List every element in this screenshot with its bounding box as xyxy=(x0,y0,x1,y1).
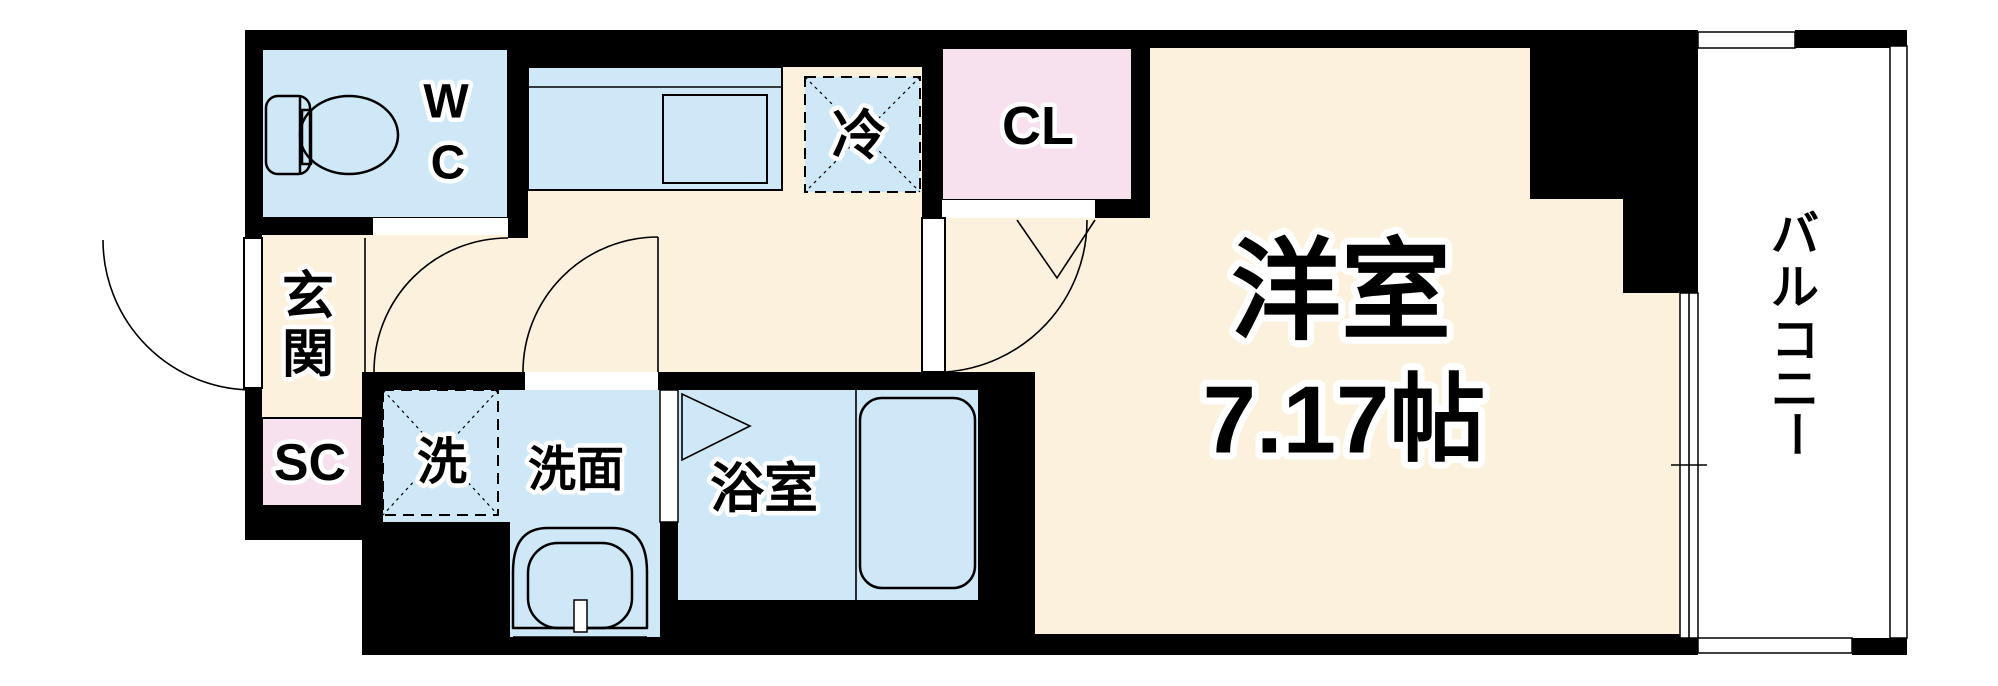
washer-label: 洗 xyxy=(417,434,467,490)
wall-top-wc xyxy=(245,30,530,49)
wall-south-main xyxy=(1035,634,1698,655)
wall-balcony-bottom-block xyxy=(1852,638,1907,655)
closet-door-opening xyxy=(942,200,1095,218)
wall-top-main xyxy=(933,30,1530,48)
floor-main-room-window-band xyxy=(1150,293,1680,372)
entrance-label: 玄 xyxy=(282,268,334,326)
room-washroom-upper xyxy=(383,390,660,522)
wash-basin-icon xyxy=(511,526,649,630)
fixtures xyxy=(264,86,977,638)
balcony-rail-bottom xyxy=(1697,637,1853,654)
closet-label: CL xyxy=(1002,96,1074,156)
room-bathroom xyxy=(678,390,978,600)
entrance-label: 関 xyxy=(282,326,334,384)
main-room-label: 洋室 xyxy=(1231,231,1451,354)
wall-wc-right xyxy=(508,30,528,238)
water-rooms xyxy=(261,48,978,637)
main-room-size-label: 7.17帖 xyxy=(1203,367,1486,474)
balcony-rail-right xyxy=(1889,45,1908,639)
openings xyxy=(243,31,1908,654)
wall-fridge-closet xyxy=(922,48,942,218)
washroom-door-arc xyxy=(522,236,659,373)
floor-hall-below-closet xyxy=(945,218,1150,372)
wall-top-kitchen xyxy=(528,30,933,67)
wc-label: W xyxy=(423,76,469,129)
closet-bifold-door xyxy=(1016,219,1096,280)
bathroom-door-triangle xyxy=(681,392,752,462)
wall-balcony-top-block xyxy=(1795,30,1907,48)
balcony-label: ル xyxy=(1771,262,1819,315)
fridge-cross-line xyxy=(804,76,921,193)
fridge-label: 冷 xyxy=(832,106,886,166)
wall-sc-bottom xyxy=(245,506,365,540)
bathroom-door-strip xyxy=(659,389,679,523)
floor-hall-strip xyxy=(508,238,528,372)
toilet-flush-icon xyxy=(300,108,313,166)
hall-door-arc xyxy=(373,237,509,373)
wall-step-block-upper xyxy=(1530,30,1698,199)
door-swings xyxy=(102,219,1096,391)
room-closet xyxy=(941,47,1133,201)
wall-step-block-lower xyxy=(1623,199,1698,293)
wc-label: C xyxy=(431,137,466,190)
room-door-leaf xyxy=(921,217,946,373)
balcony-label: ー xyxy=(1769,410,1822,458)
front-door-leaf xyxy=(243,237,263,389)
wash-basin-tap-icon xyxy=(573,599,588,633)
washer-space xyxy=(382,389,499,516)
washer-cross-line xyxy=(382,389,499,516)
bathtub-icon xyxy=(858,396,977,590)
bathroom-label: 浴室 xyxy=(710,459,818,519)
toilet-bowl-icon xyxy=(298,94,400,176)
floor-main-room-upper xyxy=(1150,48,1530,199)
balcony-label: バ xyxy=(1771,209,1819,262)
washroom-label: 洗面 xyxy=(528,444,624,497)
washroom-door-opening xyxy=(525,372,658,390)
floor-main-room-mid xyxy=(1150,199,1623,293)
balcony-rail-top xyxy=(1697,31,1796,49)
room-labels: W C 冷 CL 玄 関 SC 洗 洗面 浴室 洋室 7.17帖 バ ル コ ニ… xyxy=(269,71,1826,524)
front-door-arc xyxy=(102,239,254,391)
floor-main-room-lower xyxy=(1035,372,1680,634)
kitchen-sink xyxy=(662,94,768,184)
main-room-door-arc xyxy=(944,219,1088,373)
shoe-closet-label: SC xyxy=(274,434,346,492)
fridge-cross-line xyxy=(804,76,921,193)
closet-rooms xyxy=(261,47,1133,507)
room-shoe-closet xyxy=(261,417,363,507)
balcony-label: ニ xyxy=(1771,364,1819,417)
wall-closet-right xyxy=(1132,30,1150,218)
balcony-label: コ xyxy=(1771,315,1819,368)
wc-door-opening xyxy=(373,218,508,235)
